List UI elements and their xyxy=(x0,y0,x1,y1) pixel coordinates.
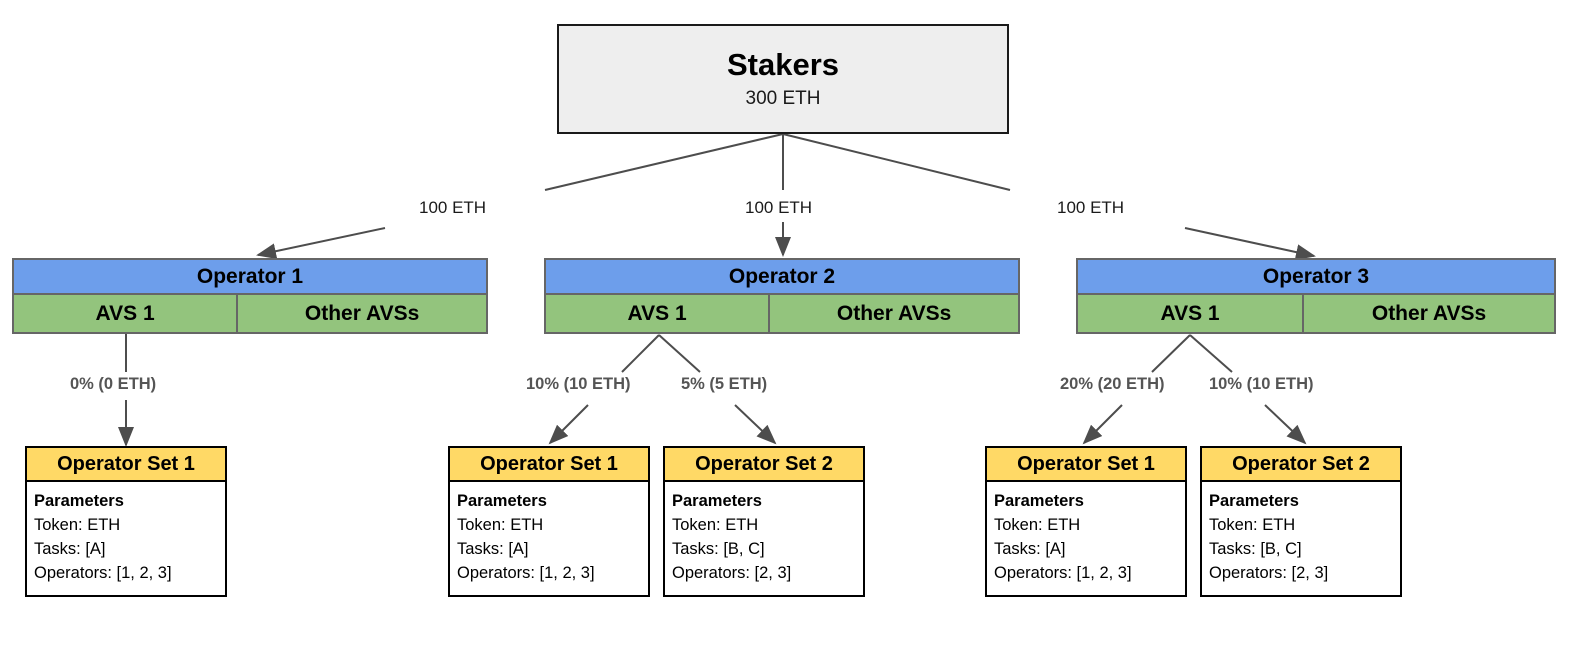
operator-set-node-op3-set1[interactable]: Operator Set 1 Parameters Token: ETH Tas… xyxy=(985,446,1187,597)
param-token: Token: ETH xyxy=(1209,515,1296,534)
allocation-label-op1-set1: 0% (0 ETH) xyxy=(70,375,157,393)
edge-operator2-avs1-to-set2-upper xyxy=(658,334,701,373)
operator-set-title-op2-set1: Operator Set 1 xyxy=(450,448,648,482)
edge-operator3-avs1-to-set1-upper xyxy=(1151,334,1191,373)
param-operators: Operators: [1, 2, 3] xyxy=(994,563,1132,582)
stakers-node: Stakers 300 ETH xyxy=(557,24,1009,134)
param-token: Token: ETH xyxy=(34,515,121,534)
param-token: Token: ETH xyxy=(457,515,544,534)
param-operators: Operators: [1, 2, 3] xyxy=(457,563,595,582)
param-token: Token: ETH xyxy=(994,515,1081,534)
param-operators: Operators: [1, 2, 3] xyxy=(34,563,172,582)
operator-2-avs-row: AVS 1 Other AVSs xyxy=(546,295,1018,332)
operator-set-body-op3-set2: Parameters Token: ETH Tasks: [B, C] Oper… xyxy=(1202,482,1400,595)
params-heading: Parameters xyxy=(1209,492,1299,510)
operator-2-avs-other[interactable]: Other AVSs xyxy=(770,295,1018,332)
operator-set-node-op1-set1[interactable]: Operator Set 1 Parameters Token: ETH Tas… xyxy=(25,446,227,597)
operator-set-body-op1-set1: Parameters Token: ETH Tasks: [A] Operato… xyxy=(27,482,225,595)
operator-set-title-op3-set2: Operator Set 2 xyxy=(1202,448,1400,482)
edge-operator3-avs1-to-set2-arrow xyxy=(1264,404,1307,445)
param-tasks: Tasks: [B, C] xyxy=(672,539,765,558)
operator-set-node-op2-set1[interactable]: Operator Set 1 Parameters Token: ETH Tas… xyxy=(448,446,650,597)
operator-set-title-op3-set1: Operator Set 1 xyxy=(987,448,1185,482)
operator-set-node-op2-set2[interactable]: Operator Set 2 Parameters Token: ETH Tas… xyxy=(663,446,865,597)
operator-2-title: Operator 2 xyxy=(546,260,1018,295)
operator-set-body-op3-set1: Parameters Token: ETH Tasks: [A] Operato… xyxy=(987,482,1185,595)
operator-set-body-op2-set1: Parameters Token: ETH Tasks: [A] Operato… xyxy=(450,482,648,595)
operator-set-title-op1-set1: Operator Set 1 xyxy=(27,448,225,482)
operator-1-avs-other[interactable]: Other AVSs xyxy=(238,295,486,332)
param-token: Token: ETH xyxy=(672,515,759,534)
param-tasks: Tasks: [A] xyxy=(994,539,1066,558)
params-heading: Parameters xyxy=(994,492,1084,510)
operator-set-body-op2-set2: Parameters Token: ETH Tasks: [B, C] Oper… xyxy=(665,482,863,595)
edge-operator2-avs1-to-set2-arrow xyxy=(734,404,777,445)
edge-operator2-avs1-to-set1-arrow xyxy=(548,404,589,445)
edge-stakers-to-operator3-arrow xyxy=(1184,227,1316,260)
edge-stakers-to-operator3-upper xyxy=(782,133,1011,191)
edge-operator3-avs1-to-set2-upper xyxy=(1189,334,1233,373)
param-tasks: Tasks: [A] xyxy=(34,539,106,558)
allocation-label-op2-set1: 10% (10 ETH) xyxy=(526,375,631,393)
operator-node-3[interactable]: Operator 3 AVS 1 Other AVSs xyxy=(1076,258,1556,334)
operator-3-title: Operator 3 xyxy=(1078,260,1554,295)
param-tasks: Tasks: [B, C] xyxy=(1209,539,1302,558)
operator-node-1[interactable]: Operator 1 AVS 1 Other AVSs xyxy=(12,258,488,334)
edge-operator2-avs1-to-set1-upper xyxy=(621,334,660,373)
operator-set-title-op2-set2: Operator Set 2 xyxy=(665,448,863,482)
operator-set-node-op3-set2[interactable]: Operator Set 2 Parameters Token: ETH Tas… xyxy=(1200,446,1402,597)
allocation-label-op3-set2: 10% (10 ETH) xyxy=(1209,375,1314,393)
params-heading: Parameters xyxy=(672,492,762,510)
params-heading: Parameters xyxy=(457,492,547,510)
operator-node-2[interactable]: Operator 2 AVS 1 Other AVSs xyxy=(544,258,1020,334)
operator-1-avs-primary[interactable]: AVS 1 xyxy=(14,295,239,332)
operator-3-avs-other[interactable]: Other AVSs xyxy=(1304,295,1554,332)
operator-1-title: Operator 1 xyxy=(14,260,486,295)
edge-stakers-to-operator1-arrow xyxy=(256,227,386,260)
edge-operator3-avs1-to-set1-arrow xyxy=(1082,404,1123,445)
param-operators: Operators: [2, 3] xyxy=(1209,563,1329,582)
stake-edge-label-1: 100 ETH xyxy=(419,198,487,217)
operator-3-avs-primary[interactable]: AVS 1 xyxy=(1078,295,1305,332)
param-tasks: Tasks: [A] xyxy=(457,539,529,558)
stake-edge-label-3: 100 ETH xyxy=(1057,198,1125,217)
stakers-title: Stakers xyxy=(726,46,840,82)
operator-3-avs-row: AVS 1 Other AVSs xyxy=(1078,295,1554,332)
edge-stakers-to-operator1-upper xyxy=(544,133,784,191)
stakers-amount: 300 ETH xyxy=(745,88,821,110)
operator-1-avs-row: AVS 1 Other AVSs xyxy=(14,295,486,332)
stake-edge-label-2: 100 ETH xyxy=(745,198,813,217)
operator-2-avs-primary[interactable]: AVS 1 xyxy=(546,295,771,332)
allocation-label-op3-set1: 20% (20 ETH) xyxy=(1060,375,1165,393)
allocation-label-op2-set2: 5% (5 ETH) xyxy=(681,375,768,393)
params-heading: Parameters xyxy=(34,492,124,510)
param-operators: Operators: [2, 3] xyxy=(672,563,792,582)
